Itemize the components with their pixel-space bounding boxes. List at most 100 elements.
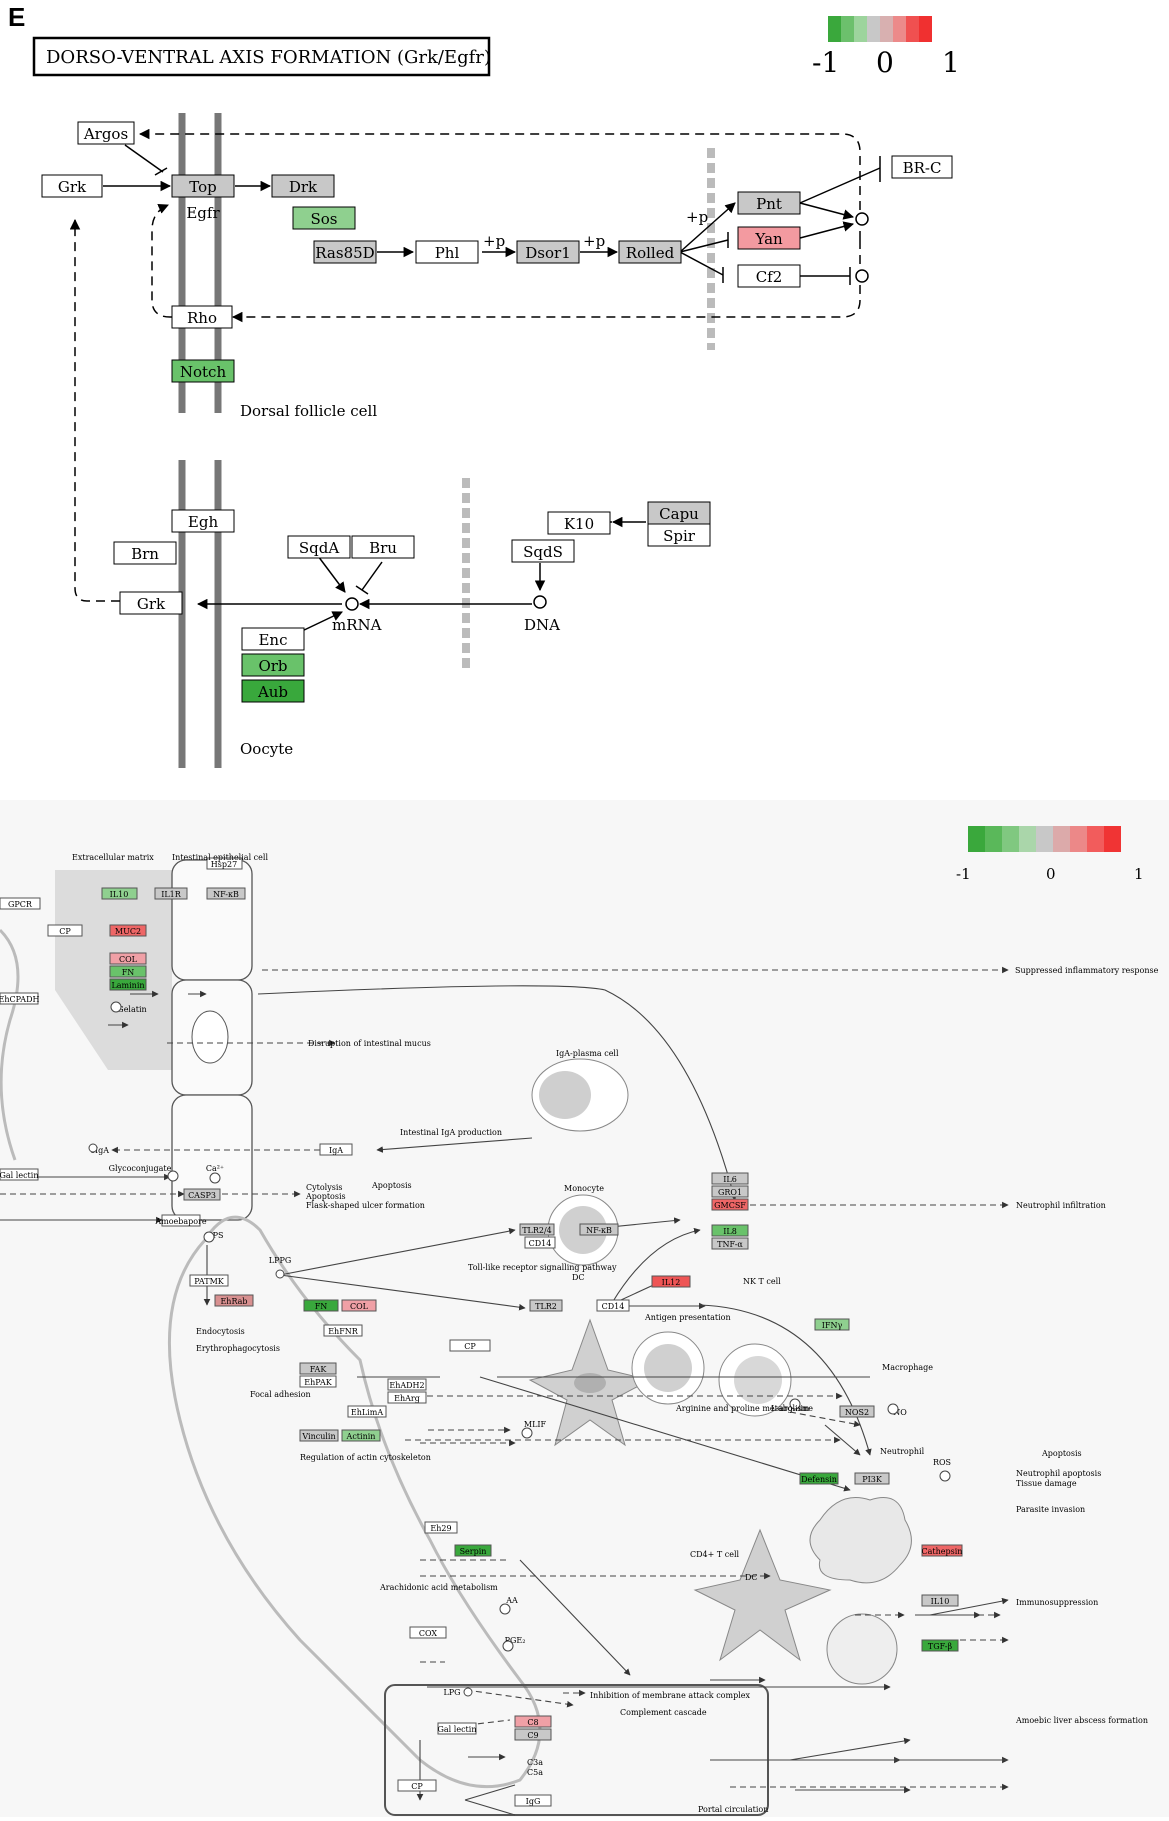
f-node-nfkb1: NF-κB [206,887,246,900]
svg-text:GMCSF: GMCSF [714,1201,746,1210]
svg-text:Rolled: Rolled [626,244,675,262]
svg-text:GPCR: GPCR [8,900,33,909]
node-ras85d: Ras85D [313,240,377,264]
svg-text:K10: K10 [564,515,594,533]
f-node-cd14a: CD14 [524,1236,556,1249]
svg-text:EhArg: EhArg [394,1394,420,1403]
f-node-cp-bot: CP [397,1779,437,1792]
node-notch: Notch [171,359,235,383]
label-regulation: Regulation of actin cytoskeleton [300,1453,431,1462]
label-nkt: NK T cell [743,1277,781,1286]
label-iec: Intestinal epithelial cell [172,853,268,862]
svg-text:FN: FN [122,968,135,977]
node-yan: Yan [737,226,801,250]
svg-text:IL8: IL8 [723,1227,737,1236]
f-node-laminin: Laminin [109,978,147,991]
svg-text:FAK: FAK [310,1365,328,1374]
f-node-gmcsf: GMCSF [711,1198,749,1211]
f-node-tlr2: TLR2 [529,1299,563,1312]
f-node-igg: IgG [514,1794,552,1807]
svg-text:Cathepsin: Cathepsin [922,1547,963,1556]
label-cd4: CD4+ T cell [690,1550,740,1559]
f-node-ehrab: EhRab [214,1294,254,1307]
f-node-gelatin: Gelatin [117,1005,146,1014]
svg-text:Capu: Capu [659,505,699,523]
f-node-cd14b: CD14 [596,1299,630,1312]
f-node-galnac: Gal lectin [0,1168,39,1181]
svg-text:Grk: Grk [137,595,166,613]
label-oocyte: Oocyte [240,740,293,758]
f-node-c5a: C5a [527,1768,543,1777]
f-node-muc2: MUC2 [109,924,147,937]
iga-plasma-cell [531,1058,629,1132]
label-iga-plasma: IgA-plasma cell [556,1049,619,1058]
label-iga-prod: Intestinal IgA production [400,1128,502,1137]
svg-text:COX: COX [419,1629,438,1638]
svg-text:IFNγ: IFNγ [822,1321,843,1330]
svg-text:Top: Top [189,178,216,196]
label-mrna: mRNA [332,616,382,634]
svg-text:SqdS: SqdS [523,543,563,561]
svg-text:IL10: IL10 [110,890,129,899]
f-node-hsp27: Hsp27 [206,857,243,870]
f-node-ehadh2: EhADH2 [387,1378,427,1391]
f-node-pi3k: PI3K [854,1472,890,1485]
f-node-no: NO [893,1408,907,1417]
svg-text:IL6: IL6 [723,1175,737,1184]
node-capu: Capu [647,501,711,525]
svg-text:PI3K: PI3K [862,1475,883,1484]
label-inhibition: Inhibition of membrane attack complex [590,1691,750,1700]
f-node-nfkb2: NF-κB [579,1223,619,1236]
node-rolled: Rolled [618,240,682,264]
label-focal: Focal adhesion [250,1390,311,1399]
svg-text:Hsp27: Hsp27 [211,860,237,869]
svg-text:Spir: Spir [663,527,696,545]
node-brn: Brn [113,541,177,565]
svg-text:Egh: Egh [188,513,219,531]
node-sqda: SqdA [287,535,351,559]
f-node-cathepsin: Cathepsin [921,1544,963,1557]
svg-text:Laminin: Laminin [111,981,144,990]
f-node-il10-b: IL10 [921,1594,959,1607]
svg-text:Pnt: Pnt [756,195,782,213]
f-node-amoebapore: Amoebapore [154,1214,207,1227]
svg-text:TGF-β: TGF-β [928,1642,953,1651]
label-antigen: Antigen presentation [644,1313,731,1322]
node-dsor1: Dsor1 [516,240,580,264]
legend-e: -1 0 1 [812,16,960,79]
label-dc: DC [572,1273,585,1282]
legend-max: 1 [942,46,960,79]
panel-label-e: E [8,2,26,32]
f-node-actinin: Actinin [341,1429,381,1442]
f-node-fn2: FN [303,1299,339,1312]
f-node-serpin: Serpin [454,1544,492,1557]
svg-text:Serpin: Serpin [460,1547,487,1556]
label-apoptosis-box: Apoptosis [371,1181,412,1190]
node-sos: Sos [292,206,356,230]
dc2-cell [693,1528,832,1662]
label-monocyte: Monocyte [564,1184,604,1193]
svg-text:Gal lectin: Gal lectin [438,1725,477,1734]
f-node-il6: IL6 [711,1172,749,1185]
svg-text:Ras85D: Ras85D [315,244,374,262]
svg-text:Grk: Grk [58,178,87,196]
svg-text:Gal lectin: Gal lectin [0,1171,38,1180]
f-node-ps: PS [213,1231,224,1240]
svg-text:CP: CP [464,1342,476,1351]
macrophage-cell [809,1497,912,1584]
f-node-ehlima: EhLimA [347,1405,387,1418]
f-node-ifng: IFNγ [814,1318,850,1331]
f-node-cox: COX [409,1626,447,1639]
label-neutrophil-inf: Neutrophil infiltration [1016,1201,1106,1210]
svg-text:Orb: Orb [258,657,287,675]
node-phl: Phl [415,240,479,264]
portal-box [384,1684,769,1816]
label-disruption: Disruption of intestinal mucus [308,1039,431,1048]
svg-text:C8: C8 [527,1718,538,1727]
svg-text:CP: CP [411,1782,423,1791]
node-cf2: Cf2 [737,264,801,288]
svg-text:FN: FN [315,1302,328,1311]
svg-text:CASP3: CASP3 [188,1191,216,1200]
label-ecm: Extracellular matrix [72,853,154,862]
f-node-aa: AA [505,1596,518,1605]
